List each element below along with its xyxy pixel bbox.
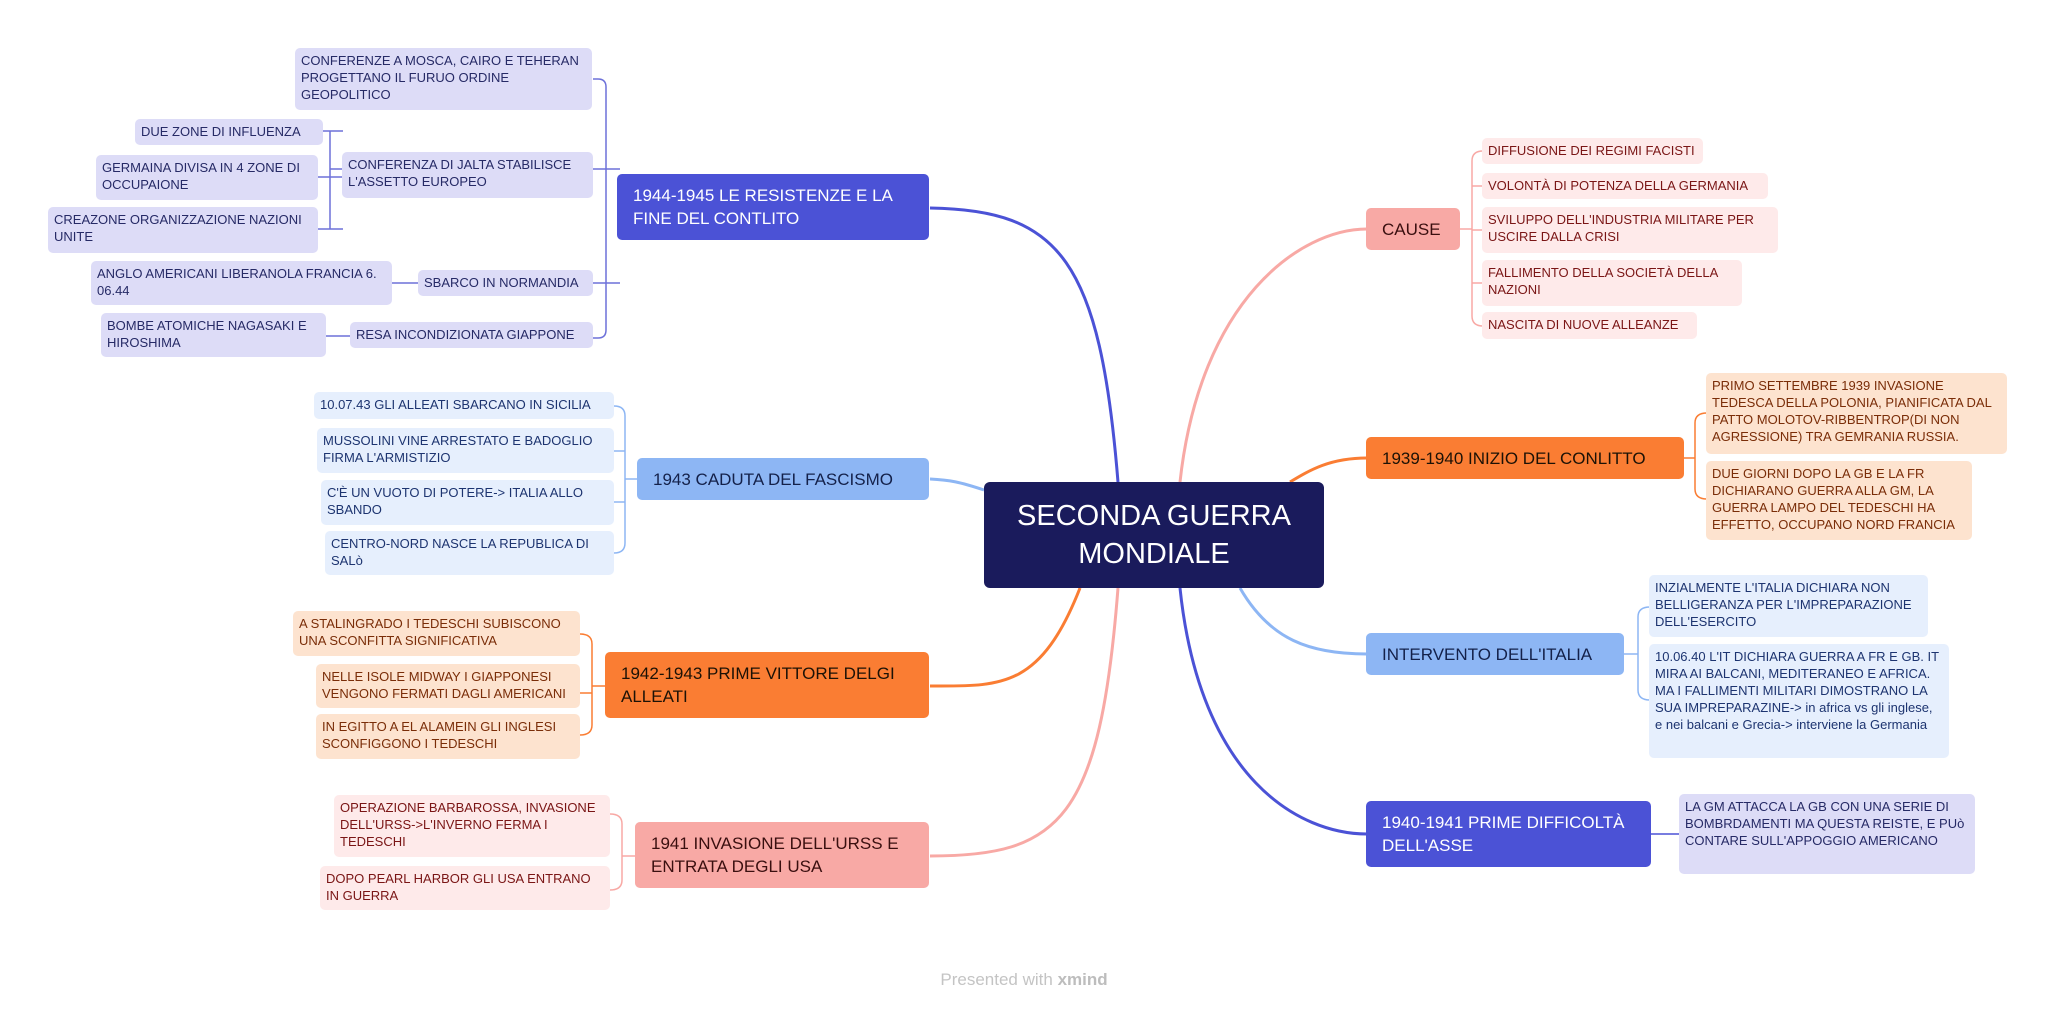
subtopic-regimi-fascisti[interactable]: DIFFUSIONE DEI REGIMI FACISTI <box>1482 138 1703 164</box>
topic-inizio-conflitto[interactable]: 1939-1940 INIZIO DEL CONLITTO <box>1366 437 1684 479</box>
subtopic-el-alamein[interactable]: IN EGITTO A EL ALAMEIN GLI INGLESI SCONF… <box>316 714 580 759</box>
subtopic-pearl-harbor[interactable]: DOPO PEARL HARBOR GLI USA ENTRANO IN GUE… <box>320 866 610 910</box>
topic-caduta-fascismo[interactable]: 1943 CADUTA DEL FASCISMO <box>637 458 929 500</box>
subtopic-jalta[interactable]: CONFERENZA DI JALTA STABILISCE L'ASSETTO… <box>342 152 593 198</box>
subtopic-arresto-mussolini[interactable]: MUSSOLINI VINE ARRESTATO E BADOGLIO FIRM… <box>317 428 614 473</box>
subtopic-invasione-polonia[interactable]: PRIMO SETTEMBRE 1939 INVASIONE TEDESCA D… <box>1706 373 2007 454</box>
footer-credit: Presented with xmind <box>0 970 2048 990</box>
subtopic-dichiarazione-guerra[interactable]: 10.06.40 L'IT DICHIARA GUERRA A FR E GB.… <box>1649 644 1949 758</box>
topic-resistenze-fine[interactable]: 1944-1945 LE RESISTENZE E LA FINE DEL CO… <box>617 174 929 240</box>
subtopic-vuoto-potere[interactable]: C'È UN VUOTO DI POTERE-> ITALIA ALLO SBA… <box>321 480 614 525</box>
subtopic-germania-divisa[interactable]: GERMAINA DIVISA IN 4 ZONE DI OCCUPAIONE <box>96 155 318 200</box>
central-topic[interactable]: SECONDA GUERRA MONDIALE <box>984 482 1324 588</box>
subtopic-zone-influenza[interactable]: DUE ZONE DI INFLUENZA <box>135 119 323 145</box>
subtopic-nuove-alleanze[interactable]: NASCITA DI NUOVE ALLEANZE <box>1482 312 1697 339</box>
xmind-logo: xmind <box>1057 970 1108 989</box>
subtopic-conferenze[interactable]: CONFERENZE A MOSCA, CAIRO E TEHERAN PROG… <box>295 48 592 110</box>
subtopic-barbarossa[interactable]: OPERAZIONE BARBAROSSA, INVASIONE DELL'UR… <box>334 795 610 857</box>
subtopic-bombe-atomiche[interactable]: BOMBE ATOMICHE NAGASAKI E HIROSHIMA <box>101 313 326 357</box>
topic-difficolta-asse[interactable]: 1940-1941 PRIME DIFFICOLTÀ DELL'ASSE <box>1366 801 1651 867</box>
subtopic-societa-nazioni[interactable]: FALLIMENTO DELLA SOCIETÀ DELLA NAZIONI <box>1482 260 1742 306</box>
topic-vittorie-alleati[interactable]: 1942-1943 PRIME VITTORE DELGI ALLEATI <box>605 652 929 718</box>
subtopic-sbarco-normandia[interactable]: SBARCO IN NORMANDIA <box>418 270 593 296</box>
subtopic-resa-giappone[interactable]: RESA INCONDIZIONATA GIAPPONE <box>350 322 593 348</box>
subtopic-repubblica-salo[interactable]: CENTRO-NORD NASCE LA REPUBLICA DI SALò <box>325 531 614 575</box>
subtopic-attacco-gb[interactable]: LA GM ATTACCA LA GB CON UNA SERIE DI BOM… <box>1679 794 1975 874</box>
subtopic-stalingrado[interactable]: A STALINGRADO I TEDESCHI SUBISCONO UNA S… <box>293 611 580 656</box>
subtopic-non-belligeranza[interactable]: INZIALMENTE L'ITALIA DICHIARA NON BELLIG… <box>1649 575 1928 637</box>
subtopic-midway[interactable]: NELLE ISOLE MIDWAY I GIAPPONESI VENGONO … <box>316 664 580 708</box>
subtopic-guerra-lampo[interactable]: DUE GIORNI DOPO LA GB E LA FR DICHIARANO… <box>1706 461 1972 540</box>
topic-invasione-urss[interactable]: 1941 INVASIONE DELL'URSS E ENTRATA DEGLI… <box>635 822 929 888</box>
subtopic-industria-militare[interactable]: SVILUPPO DELL'INDUSTRIA MILITARE PER USC… <box>1482 207 1778 253</box>
topic-intervento-italia[interactable]: INTERVENTO DELL'ITALIA <box>1366 633 1624 675</box>
footer-prefix: Presented with <box>940 970 1053 989</box>
subtopic-nazioni-unite[interactable]: CREAZONE ORGANIZZAZIONE NAZIONI UNITE <box>48 207 318 253</box>
subtopic-liberazione-francia[interactable]: ANGLO AMERICANI LIBERANOLA FRANCIA 6. 06… <box>91 261 392 305</box>
subtopic-sbarco-sicilia[interactable]: 10.07.43 GLI ALLEATI SBARCANO IN SICILIA <box>314 392 614 419</box>
subtopic-potenza-germania[interactable]: VOLONTÀ DI POTENZA DELLA GERMANIA <box>1482 173 1768 199</box>
topic-cause[interactable]: CAUSE <box>1366 208 1460 250</box>
